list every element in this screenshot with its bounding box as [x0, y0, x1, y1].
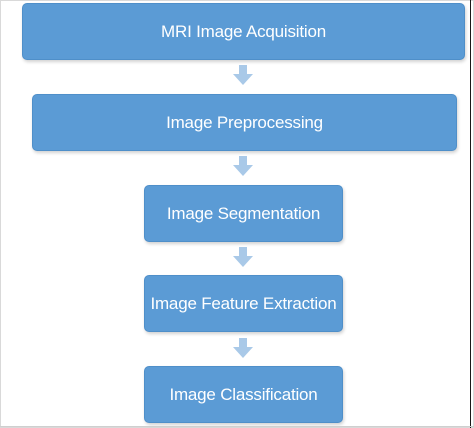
down-arrow-icon [233, 247, 253, 267]
step-image-classification: Image Classification [144, 366, 343, 423]
step-label: Image Classification [169, 384, 318, 404]
down-arrow-icon [233, 65, 253, 85]
bottom-border-line [0, 426, 474, 427]
down-arrow-icon [233, 156, 253, 176]
step-label: MRI Image Acquisition [161, 21, 326, 41]
step-image-feature-extraction: Image Feature Extraction [144, 275, 343, 332]
right-border-line [470, 0, 471, 428]
step-mri-image-acquisition: MRI Image Acquisition [22, 3, 465, 60]
step-image-preprocessing: Image Preprocessing [32, 94, 457, 151]
step-label: Image Preprocessing [166, 112, 323, 132]
step-image-segmentation: Image Segmentation [144, 185, 343, 242]
step-label: Image Segmentation [166, 203, 321, 223]
down-arrow-icon [233, 338, 253, 358]
step-label: Image Feature Extraction [150, 293, 337, 313]
